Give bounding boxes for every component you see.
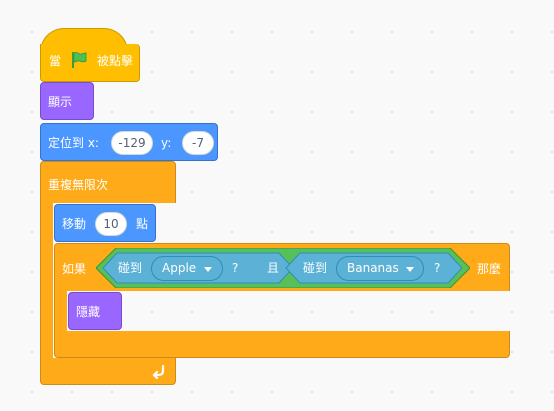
when-flag-clicked-block[interactable]: 當 被點擊	[40, 44, 140, 82]
forever-block-bottom[interactable]	[40, 358, 176, 385]
move-suffix-label: 點	[136, 217, 149, 231]
goto-label: 定位到 x:	[48, 136, 99, 150]
if-block-arm	[54, 289, 67, 334]
bananas-menu[interactable]: Bananas	[336, 256, 424, 281]
touching-left-question: ?	[232, 261, 239, 275]
touching-right-label: 碰到	[303, 261, 328, 275]
goto-xy-block[interactable]: 定位到 x: -129 y: -7	[40, 123, 218, 161]
bananas-menu-value: Bananas	[347, 261, 399, 275]
touching-right-question: ?	[434, 261, 441, 275]
dropdown-caret-icon	[204, 267, 212, 272]
hat-prefix-label: 當	[49, 54, 62, 68]
steps-input[interactable]: 10	[95, 212, 127, 236]
if-label: 如果	[62, 262, 87, 276]
y-input[interactable]: -7	[182, 131, 214, 155]
move-label: 移動	[62, 217, 87, 231]
show-block[interactable]: 顯示	[40, 82, 94, 120]
forever-block-arm	[40, 201, 53, 361]
touching-left-label: 碰到	[118, 261, 143, 275]
loop-arrow-icon	[151, 363, 167, 380]
forever-label: 重複無限次	[48, 178, 109, 192]
forever-block-top[interactable]: 重複無限次	[40, 161, 176, 203]
x-input[interactable]: -129	[111, 131, 153, 155]
green-flag-icon	[69, 50, 89, 70]
hat-suffix-label: 被點擊	[97, 54, 134, 68]
hide-label: 隱藏	[76, 305, 101, 319]
show-label: 顯示	[48, 95, 73, 109]
and-operator-label: 且	[267, 261, 280, 275]
y-label: y:	[161, 136, 172, 150]
hide-block[interactable]: 隱藏	[68, 292, 122, 330]
if-block-bottom[interactable]	[54, 331, 510, 358]
move-steps-block[interactable]: 移動 10 點	[54, 204, 156, 242]
dropdown-caret-icon	[406, 267, 414, 272]
then-label: 那麼	[477, 262, 502, 276]
apple-menu-value: Apple	[162, 261, 197, 275]
apple-menu[interactable]: Apple	[151, 256, 223, 281]
